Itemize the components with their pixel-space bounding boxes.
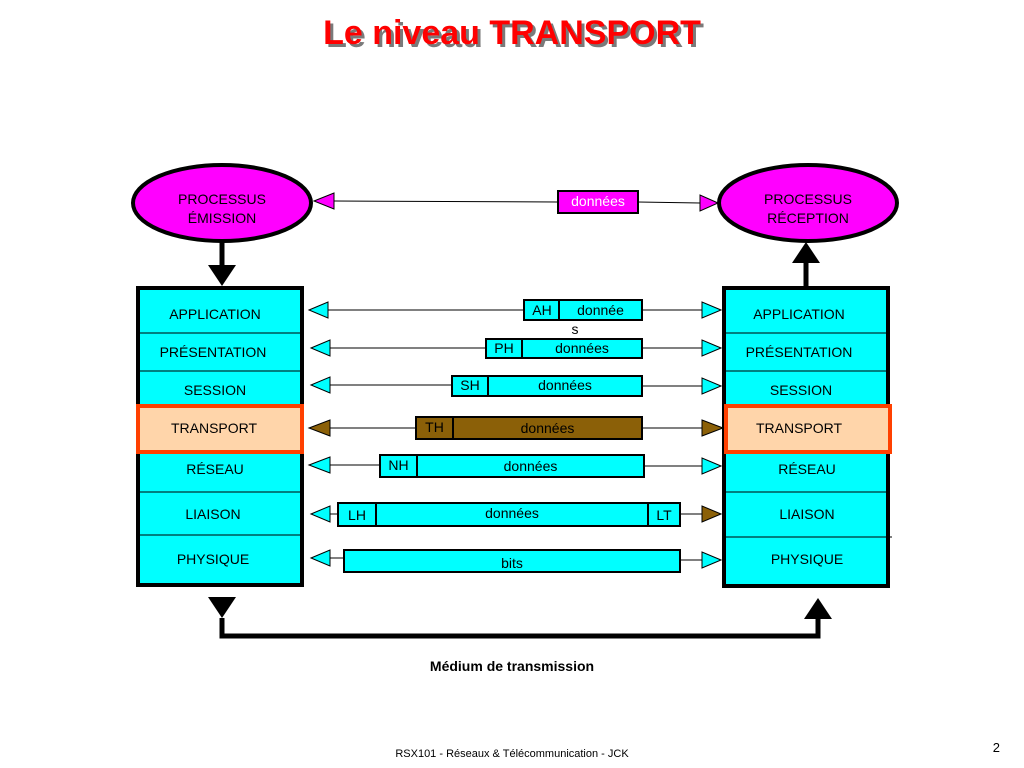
reseau-link [307,454,723,478]
footer-text: RSX101 - Réseaux & Télécommunication - J… [395,748,629,760]
process-data-box [557,190,639,214]
lt-trailer: LT [656,507,672,523]
right-layer-transport: TRANSPORT [755,420,843,436]
emitter-down-arrow [208,241,236,286]
left-layer-application: APPLICATION [169,306,261,322]
ah-header: AH [532,302,552,318]
left-transport-highlight [136,404,304,454]
transport-link [307,416,725,440]
right-layer-physique: PHYSIQUE [770,551,844,567]
medium-path [208,597,832,639]
right-stack [722,286,892,588]
left-layer-presentation: PRÉSENTATION [159,344,267,360]
page-title: Le niveau TRANSPORT [323,14,701,52]
receiver-up-arrow [792,242,820,286]
page-number: 2 [992,740,1000,755]
lh-header: LH [348,507,366,523]
process-data-label: données [571,193,625,209]
sh-data: données [538,377,592,393]
left-layer-reseau: RÉSEAU [186,461,244,477]
right-layer-reseau: RÉSEAU [778,461,836,477]
lh-data: données [485,505,539,521]
right-layer-session: SESSION [769,382,833,398]
ah-data-overflow: s [571,321,579,337]
bits-data: bits [501,555,523,571]
process-arrow [312,190,720,214]
application-link [307,299,723,321]
left-stack [136,286,304,587]
ph-data: données [555,340,609,356]
right-layer-liaison: LIAISON [779,506,835,522]
sh-header: SH [460,377,480,393]
th-data: données [520,420,575,436]
left-layer-physique: PHYSIQUE [176,551,250,567]
right-layer-application: APPLICATION [753,306,845,322]
th-header: TH [425,419,444,435]
liaison-link [309,502,723,527]
left-layer-liaison: LIAISON [185,506,241,522]
ah-data: donnée [577,302,624,318]
presentation-link [309,338,723,359]
session-link [309,375,723,397]
physique-link [309,549,723,573]
right-transport-highlight [724,404,892,454]
ph-header: PH [494,340,514,356]
left-layer-transport: TRANSPORT [170,420,258,436]
left-layer-session: SESSION [183,382,247,398]
right-layer-presentation: PRÉSENTATION [745,344,853,360]
nh-data: données [503,458,558,474]
medium-label: Médium de transmission [429,658,595,674]
nh-header: NH [388,457,409,473]
